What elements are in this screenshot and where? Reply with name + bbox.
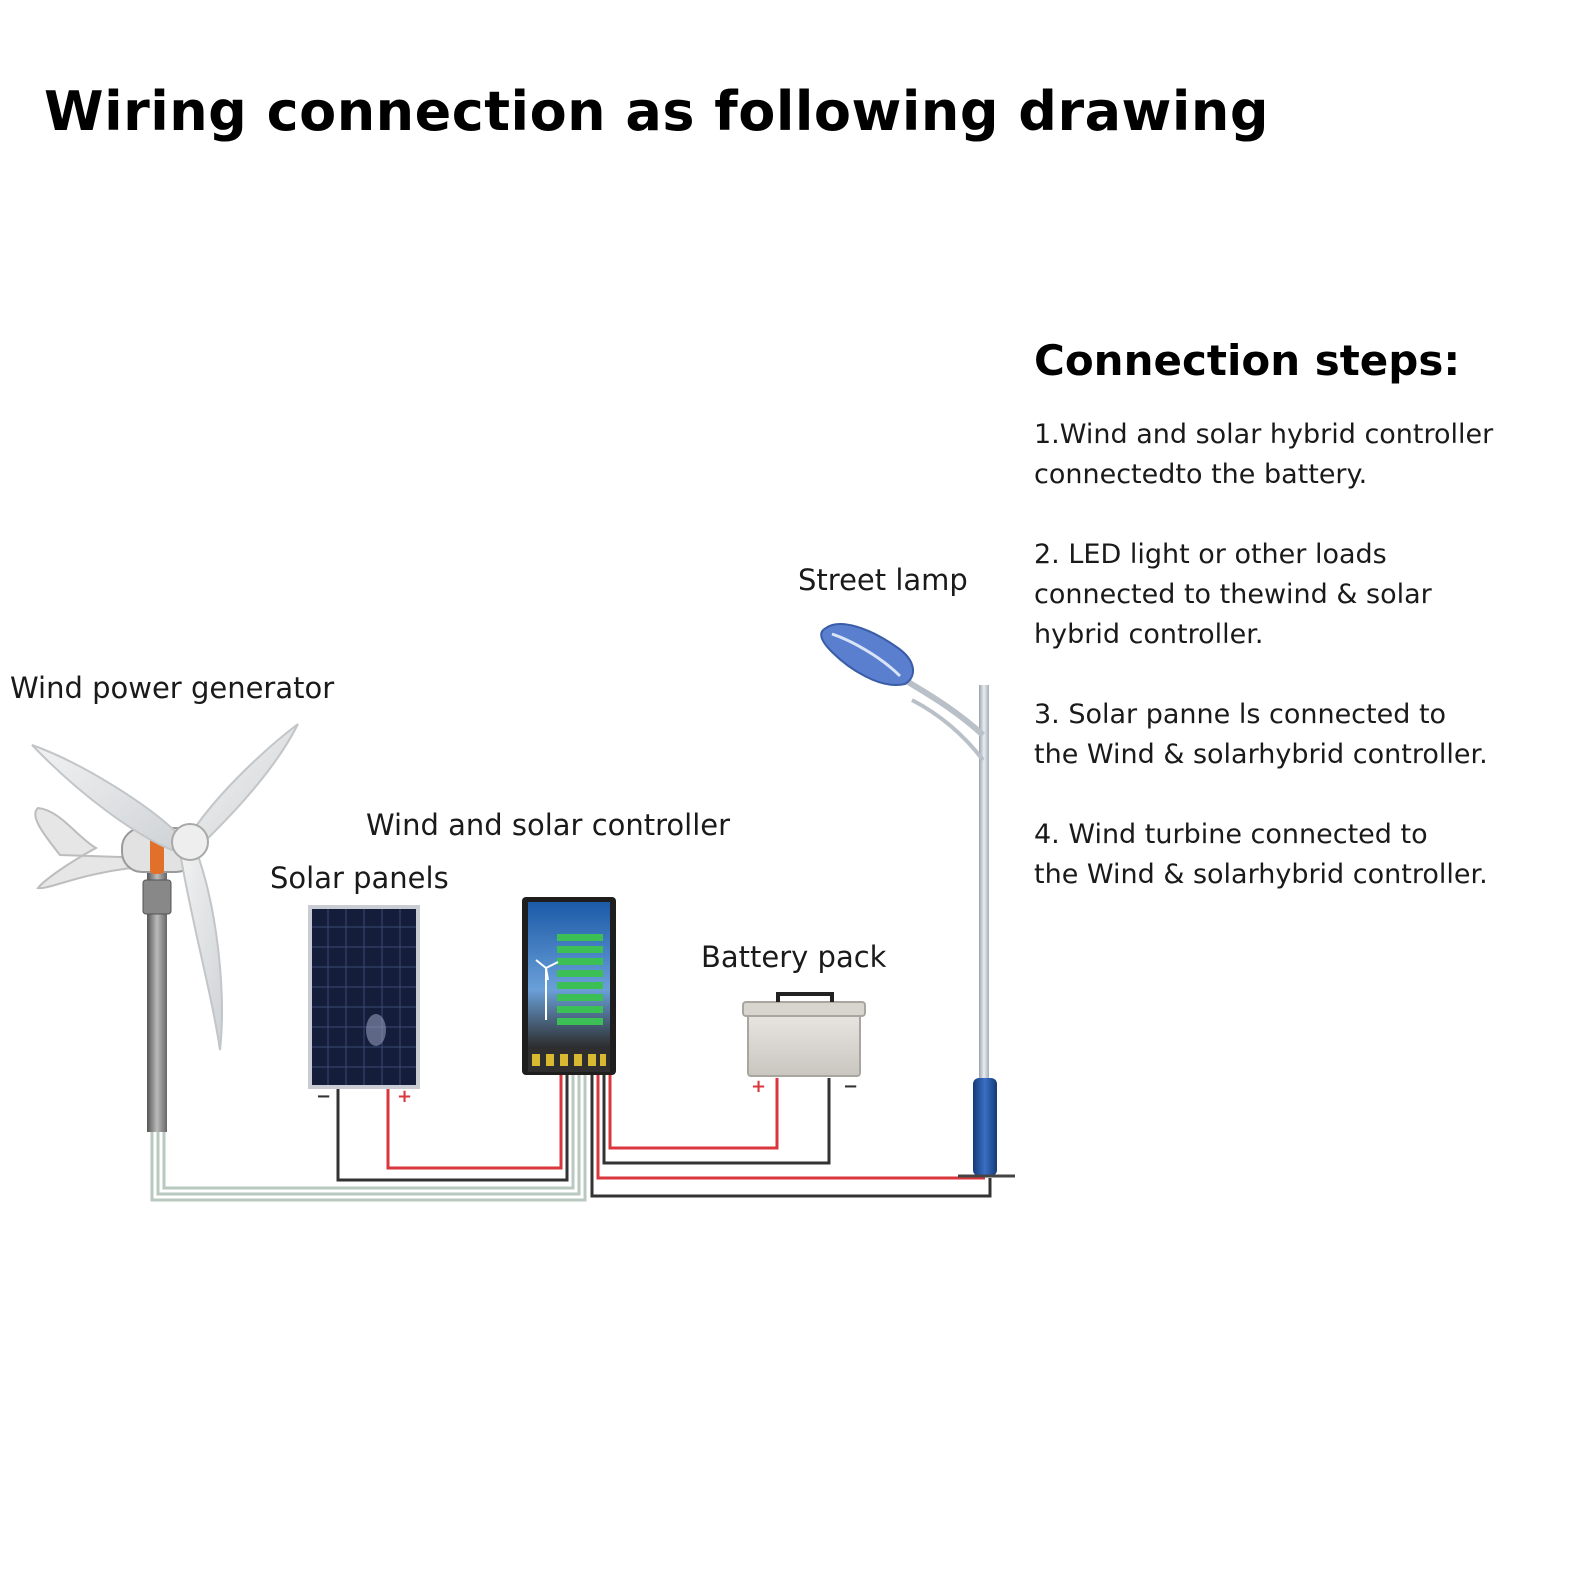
page-title: Wiring connection as following drawing [44,80,1270,143]
solar-negative-wire [336,1075,569,1182]
solar-panel: − + [308,905,420,1107]
solar-positive-wire [386,1075,563,1170]
step-item: 1.Wind and solar hybrid controller conne… [1034,419,1494,490]
wires [150,1075,992,1202]
load-negative-wire [590,1075,992,1198]
hybrid-controller [522,897,616,1075]
steps-list: 1.Wind and solar hybrid controller conne… [1034,415,1554,895]
street-lamp [820,623,1015,1178]
turbine-blade-icon [190,723,299,848]
turbine-blade-icon [31,744,182,852]
step-item: 2. LED light or other loads connected to… [1034,539,1432,650]
turbine-cable [150,1075,587,1202]
turbine-pole [147,870,167,1132]
wind-turbine [31,723,299,1132]
battery-negative-terminal: − [843,1076,858,1097]
label-battery-pack: Battery pack [701,940,887,974]
battery-positive-wire [608,1075,779,1150]
load-positive-wire [596,1075,985,1180]
turbine-pole-clamp [142,879,172,915]
label-wind-power-generator: Wind power generator [10,671,334,705]
battery-negative-wire [602,1075,831,1165]
label-street-lamp: Street lamp [798,563,968,597]
battery-positive-terminal: + [751,1076,766,1097]
battery-pack: + − [742,992,866,1097]
connection-steps: Connection steps: 1.Wind and solar hybri… [1034,336,1554,935]
turbine-tail-icon [34,806,151,890]
turbine-blade-icon [178,848,223,1051]
solar-negative-terminal: − [316,1086,331,1107]
label-controller: Wind and solar controller [366,808,730,842]
label-solar-panels: Solar panels [270,861,449,895]
step-item: 4. Wind turbine connected to the Wind & … [1034,819,1488,890]
turbine-hub [171,823,209,861]
connection-steps-title: Connection steps: [1034,336,1461,385]
step-item: 3. Solar panne ls connected to the Wind … [1034,699,1488,770]
solar-positive-terminal: + [397,1086,412,1107]
